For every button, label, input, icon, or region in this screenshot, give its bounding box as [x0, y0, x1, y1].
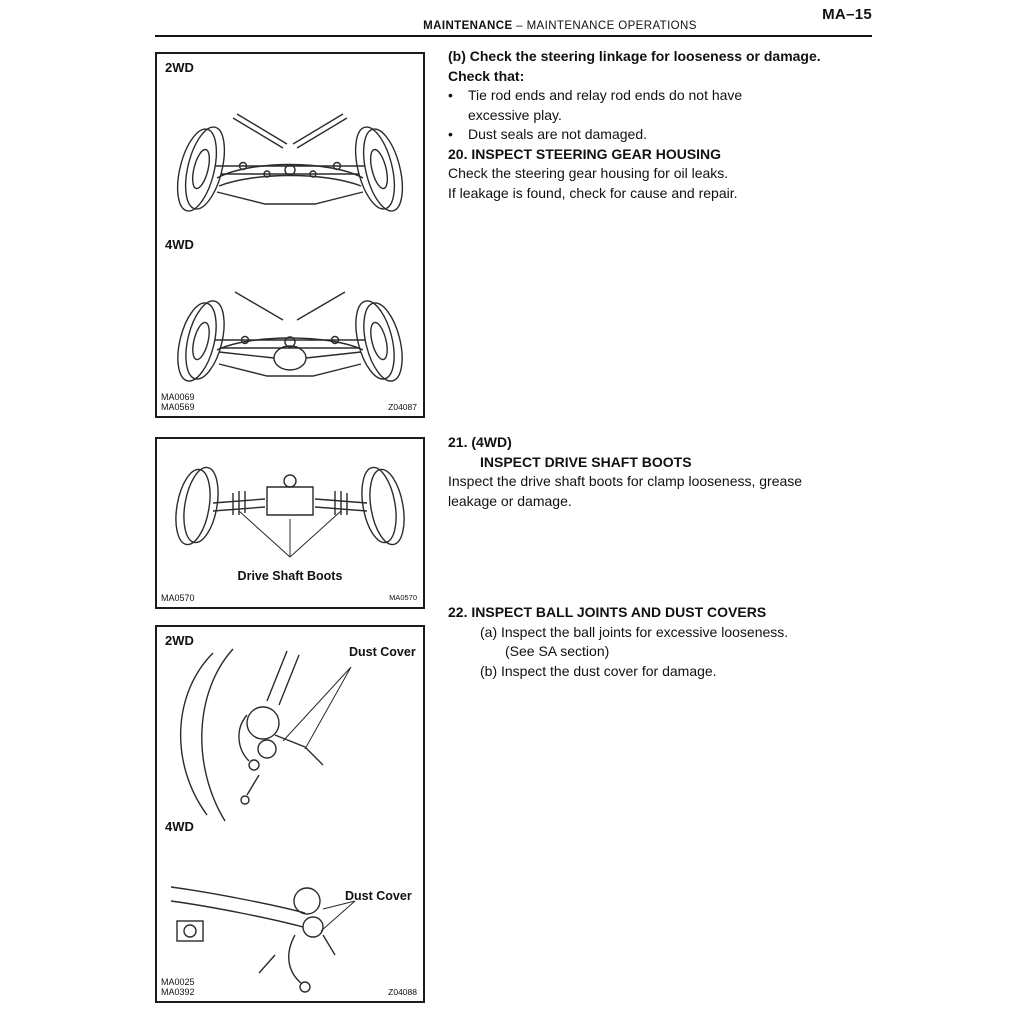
figure-ball-joints: 2WD Dust Cover 4WD Dust Cover [155, 625, 425, 1003]
header-section: MAINTENANCE [423, 20, 513, 32]
fig2-code-right: MA0570 [389, 593, 417, 602]
bullet-item: • Tie rod ends and relay rod ends do not… [448, 86, 888, 125]
ball-joint-2wd-illustration [155, 645, 425, 825]
fig2-caption: Drive Shaft Boots [237, 569, 343, 583]
fig1-code-right: Z04087 [388, 402, 417, 412]
section-22-item-b: (b) Inspect the dust cover for damage. [480, 662, 717, 679]
page-number: MA–15 [822, 6, 872, 23]
section-22-item-a: (a) Inspect the ball joints for excessiv… [480, 623, 789, 640]
section-21-title: INSPECT DRIVE SHAFT BOOTS [480, 453, 692, 470]
section-21-number: 21. (4WD) [448, 434, 512, 450]
check-that-label: Check that: [448, 67, 525, 84]
section-21: 21. (4WD) INSPECT DRIVE SHAFT BOOTS Insp… [448, 433, 888, 511]
fig2-code-left: MA0570 [161, 593, 195, 603]
bullet-marker: • [448, 87, 453, 103]
fig1-2wd-label: 2WD [165, 60, 194, 75]
steering-linkage-4wd-illustration [155, 262, 425, 412]
section-21-body: Inspect the drive shaft boots for clamp … [448, 473, 803, 509]
page-header: MAINTENANCE – MAINTENANCE OPERATIONS [420, 20, 700, 32]
section-20-line-2: If leakage is found, check for cause and… [448, 184, 738, 201]
header-rule [155, 35, 872, 37]
fig3-4wd-label: 4WD [165, 819, 194, 834]
section-steering-linkage: (b) Check the steering linkage for loose… [448, 47, 888, 203]
fig3-dust-cover-callout-top: Dust Cover [349, 645, 416, 659]
fig3-2wd-label: 2WD [165, 633, 194, 648]
section-20-title: 20. INSPECT STEERING GEAR HOUSING [448, 145, 722, 162]
steering-linkage-2wd-illustration [155, 82, 425, 242]
drive-shaft-illustration [155, 449, 425, 569]
header-subsection: MAINTENANCE OPERATIONS [526, 20, 697, 32]
header-separator: – [516, 20, 523, 32]
fig3-code-1: MA0025 [161, 977, 195, 987]
section-20-line-1: Check the steering gear housing for oil … [448, 165, 729, 181]
bullet-marker: • [448, 126, 453, 142]
section-22-see-note: (See SA section) [505, 643, 610, 659]
bullet-item: • Dust seals are not damaged. [448, 125, 888, 145]
fig3-code-2: MA0392 [161, 987, 195, 997]
fig3-dust-cover-callout-bottom: Dust Cover [345, 889, 412, 903]
fig1-4wd-label: 4WD [165, 237, 194, 252]
fig3-code-right: Z04088 [388, 987, 417, 997]
bullet-text: Dust seals are not damaged. [468, 126, 647, 142]
bullet-text: Tie rod ends and relay rod ends do not h… [468, 87, 743, 123]
fig1-code-1: MA0069 [161, 392, 195, 402]
section-22: 22. INSPECT BALL JOINTS AND DUST COVERS … [448, 603, 888, 681]
section-22-title: 22. INSPECT BALL JOINTS AND DUST COVERS [448, 604, 767, 620]
fig1-code-2: MA0569 [161, 402, 195, 412]
ball-joint-4wd-illustration [155, 839, 425, 999]
section-b-title: (b) Check the steering linkage for loose… [448, 48, 821, 64]
figure-drive-shaft-boots: Drive Shaft Boots MA0570 MA0570 [155, 437, 425, 609]
figure-steering-linkage: 2WD [155, 52, 425, 418]
